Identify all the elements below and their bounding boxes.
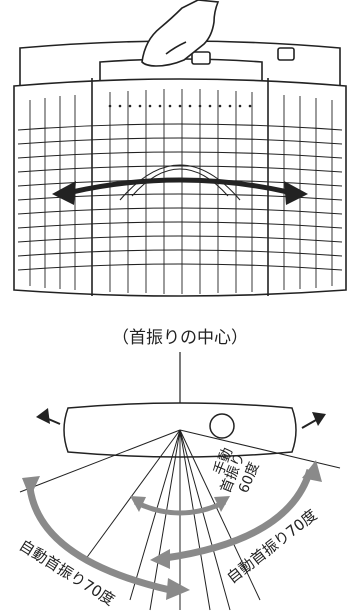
grille-lines — [17, 123, 343, 271]
right-direction-arrow — [312, 412, 326, 426]
swing-arrow-top — [52, 177, 308, 205]
hand-illustration — [141, 0, 220, 67]
auto-swing-arc-right — [164, 468, 314, 562]
vent-dots — [108, 104, 252, 108]
swing-angle-lines — [19, 429, 341, 611]
center-label: （首振りの中心） — [112, 328, 248, 348]
auto-swing-arc-left — [26, 487, 171, 594]
top-view-diagram — [19, 352, 341, 611]
heater-knob-top — [209, 413, 235, 439]
heater-illustration — [13, 40, 347, 297]
manual-swing-arc — [133, 499, 227, 516]
left-direction-arrow — [36, 408, 50, 424]
